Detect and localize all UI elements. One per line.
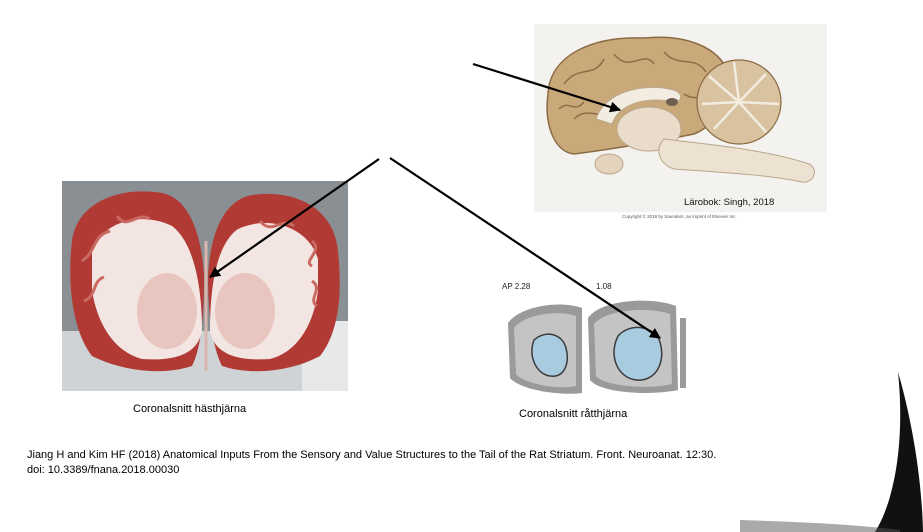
rat-coronal-drawing: [508, 300, 686, 394]
horse-coronal-image: [62, 181, 348, 391]
sagittal-copyright: Copyright © 2018 by Saunders, an imprint…: [622, 214, 737, 219]
sagittal-brain-image: Lärobok: Singh, 2018: [534, 24, 827, 212]
reference-line-2: doi: 10.3389/fnana.2018.00030: [27, 464, 180, 476]
reference-line-1: Jiang H and Kim HF (2018) Anatomical Inp…: [27, 449, 717, 461]
rat-coronal-image: AP 2.28 1.08: [500, 278, 686, 398]
horse-caption: Coronalsnitt hästhjärna: [133, 403, 247, 415]
reference-text: Jiang H and Kim HF (2018) Anatomical Inp…: [27, 448, 887, 478]
horse-coronal-drawing: [62, 191, 348, 391]
sagittal-caption: Lärobok: Singh, 2018: [684, 197, 775, 208]
rat-label-level: 1.08: [596, 282, 612, 291]
sagittal-brain-drawing: [546, 36, 815, 183]
rat-label-ap: AP 2.28: [502, 282, 531, 291]
rat-caption: Coronalsnitt råtthjärna: [519, 408, 628, 420]
